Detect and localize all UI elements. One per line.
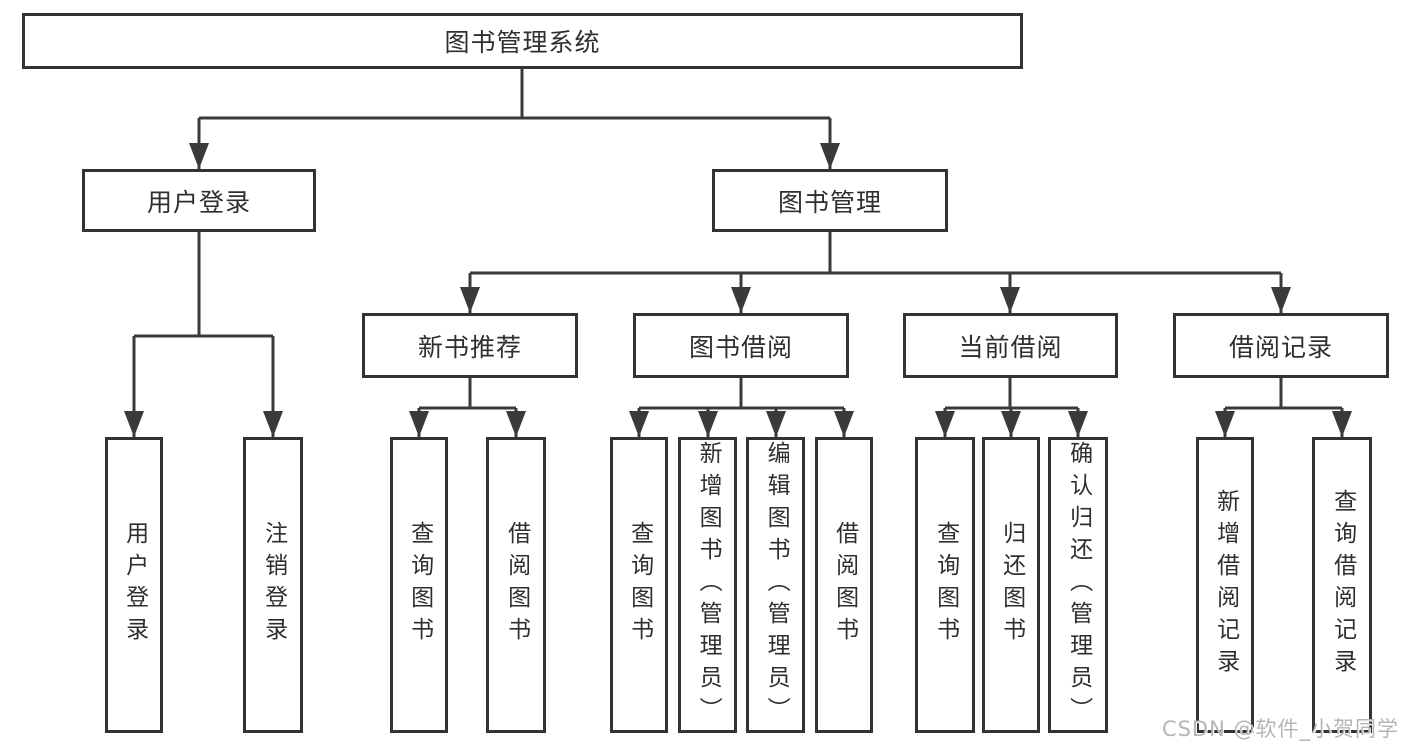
node-label: 图书管理 <box>777 187 882 217</box>
leaf-records-query-borrow-record: 查询借阅记录 <box>1312 437 1372 733</box>
leaf-newbook-query-books: 查询图书 <box>390 437 448 733</box>
leaf-current-confirm-return-admin: 确认归还（管理员） <box>1048 437 1108 733</box>
node-new-book-recommendation: 新书推荐 <box>362 313 578 378</box>
leaf-logout: 注销登录 <box>243 437 303 733</box>
leaf-records-add-borrow-record: 新增借阅记录 <box>1196 437 1254 733</box>
node-label: 借阅图书 <box>831 521 858 649</box>
node-label: 当前借阅 <box>958 332 1063 362</box>
leaf-borrowing-edit-books-admin: 编辑图书（管理员） <box>746 437 805 733</box>
leaf-current-return-books: 归还图书 <box>982 437 1040 733</box>
node-current-borrowing: 当前借阅 <box>903 313 1118 378</box>
node-label: 注销登录 <box>260 521 287 649</box>
node-label: 查询图书 <box>932 521 959 649</box>
node-label: 查询借阅记录 <box>1329 489 1356 681</box>
node-label: 图书借阅 <box>688 332 793 362</box>
node-label: 用户登录 <box>121 521 148 649</box>
node-user-login: 用户登录 <box>82 169 316 232</box>
node-label: 查询图书 <box>406 521 433 649</box>
node-label: 确认归还（管理员） <box>1065 441 1092 729</box>
node-book-borrowing: 图书借阅 <box>633 313 849 378</box>
node-label: 查询图书 <box>626 521 653 649</box>
leaf-user-login: 用户登录 <box>105 437 163 733</box>
node-book-management: 图书管理 <box>712 169 948 232</box>
node-label: 用户登录 <box>146 187 251 217</box>
node-label: 新增借阅记录 <box>1212 489 1239 681</box>
node-label: 编辑图书（管理员） <box>763 441 790 729</box>
csdn-watermark: CSDN @软件_小贺同学 <box>1161 717 1399 741</box>
leaf-current-query-books: 查询图书 <box>915 437 975 733</box>
node-library-management-system: 图书管理系统 <box>22 13 1023 69</box>
node-label: 新书推荐 <box>417 332 522 362</box>
leaf-borrowing-borrow-books: 借阅图书 <box>815 437 873 733</box>
node-label: 图书管理系统 <box>444 28 601 57</box>
node-label: 新增图书（管理员） <box>695 441 722 729</box>
node-label: 归还图书 <box>998 521 1025 649</box>
node-label: 借阅图书 <box>503 521 530 649</box>
connector-trunks <box>134 69 1342 410</box>
node-borrowing-records: 借阅记录 <box>1173 313 1389 378</box>
leaf-borrowing-add-books-admin: 新增图书（管理员） <box>678 437 737 733</box>
leaf-newbook-borrow-books: 借阅图书 <box>486 437 546 733</box>
leaf-borrowing-query-books: 查询图书 <box>610 437 668 733</box>
connector-arrows <box>124 118 1352 437</box>
node-label: 借阅记录 <box>1228 332 1333 362</box>
